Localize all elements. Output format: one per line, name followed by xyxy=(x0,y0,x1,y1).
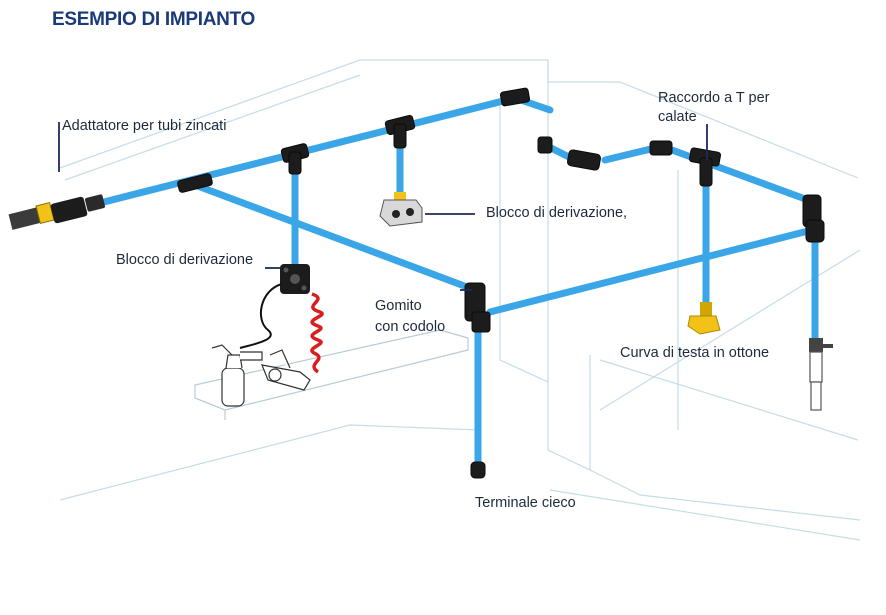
callout-lines xyxy=(58,122,708,291)
red-coiled-hose xyxy=(310,292,324,374)
black-hose xyxy=(239,283,283,349)
branch-block-left xyxy=(280,264,310,294)
drop-tap xyxy=(809,338,833,411)
blow-gun-tool xyxy=(261,349,311,391)
galvanized-adapter xyxy=(8,194,106,230)
page-title: ESEMPIO DI IMPIANTO xyxy=(52,9,255,30)
branch-block-right xyxy=(379,192,423,227)
label-blocco-left: Blocco di derivazione xyxy=(116,252,254,268)
label-terminale: Terminale cieco xyxy=(475,495,576,511)
brass-elbow xyxy=(687,302,721,335)
label-gomito-line1: Gomito xyxy=(375,298,422,314)
label-raccordo-line1: Raccordo a T per xyxy=(658,90,770,106)
pipe-fittings xyxy=(177,87,825,479)
label-adattatore: Adattatore per tubi zincati xyxy=(62,118,227,134)
workbench xyxy=(194,329,469,420)
label-blocco-right: Blocco di derivazione, xyxy=(486,205,628,221)
spray-gun-tool xyxy=(211,344,263,407)
label-gomito-line2: con codolo xyxy=(375,319,446,335)
label-raccordo-line2: calate xyxy=(658,109,697,125)
room-outline xyxy=(59,59,861,541)
label-curva: Curva di testa in ottone xyxy=(620,345,770,361)
